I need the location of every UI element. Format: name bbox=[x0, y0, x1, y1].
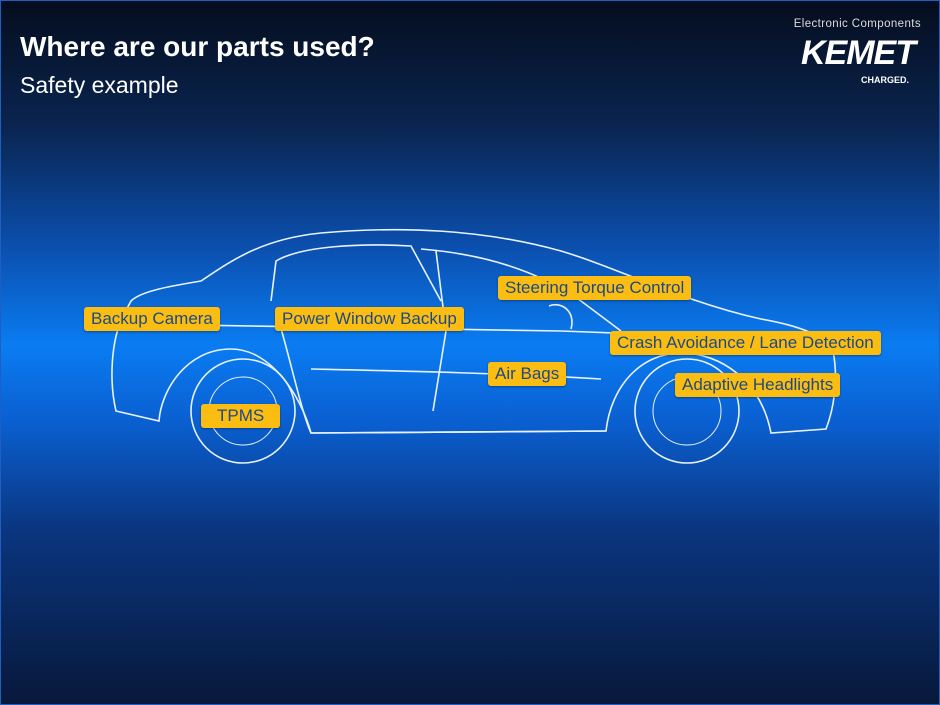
label-adaptive-headlights: Adaptive Headlights bbox=[675, 373, 841, 397]
label-tpms: TPMS bbox=[201, 404, 281, 428]
label-steering-torque-control: Steering Torque Control bbox=[498, 276, 692, 300]
label-air-bags: Air Bags bbox=[488, 362, 567, 386]
logo-brand: KEMET bbox=[801, 34, 916, 72]
slide-title: Where are our parts used? bbox=[20, 31, 375, 62]
label-crash-avoidance: Crash Avoidance / Lane Detection bbox=[610, 331, 881, 355]
kemet-logo: Electronic Components KEMET CHARGED. bbox=[776, 17, 921, 86]
logo-tagline: Electronic Components bbox=[793, 18, 921, 30]
logo-slogan: CHARGED. bbox=[860, 75, 909, 85]
label-backup-camera: Backup Camera bbox=[84, 307, 220, 331]
label-power-window-backup: Power Window Backup bbox=[275, 307, 464, 331]
slide-subtitle: Safety example bbox=[20, 72, 179, 98]
